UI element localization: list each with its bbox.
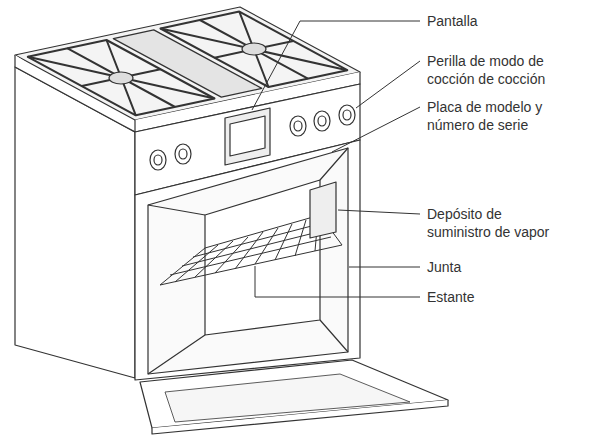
part-label: Placa de modelo y número de serie bbox=[427, 98, 567, 134]
part-label: Estante bbox=[427, 288, 567, 306]
side-panel bbox=[15, 67, 135, 378]
oven-frame bbox=[135, 140, 360, 380]
display bbox=[225, 108, 270, 165]
oven-back-wall bbox=[205, 180, 320, 335]
burner bbox=[242, 43, 266, 55]
display-screen bbox=[230, 116, 265, 156]
leader-line bbox=[252, 21, 420, 297]
burner bbox=[109, 72, 133, 84]
door-window bbox=[165, 374, 410, 422]
griddle bbox=[113, 30, 261, 97]
oven-cavity-edges bbox=[148, 148, 348, 374]
part-label: Depósito de suministro de vapor bbox=[427, 205, 567, 241]
part-label: Junta bbox=[427, 258, 567, 276]
grate bbox=[161, 12, 348, 87]
part-label: Pantalla bbox=[427, 12, 567, 30]
oven-opening bbox=[148, 148, 348, 374]
part-label: Perilla de modo de cocción de cocción bbox=[427, 52, 567, 88]
steam-reservoir bbox=[310, 182, 336, 238]
